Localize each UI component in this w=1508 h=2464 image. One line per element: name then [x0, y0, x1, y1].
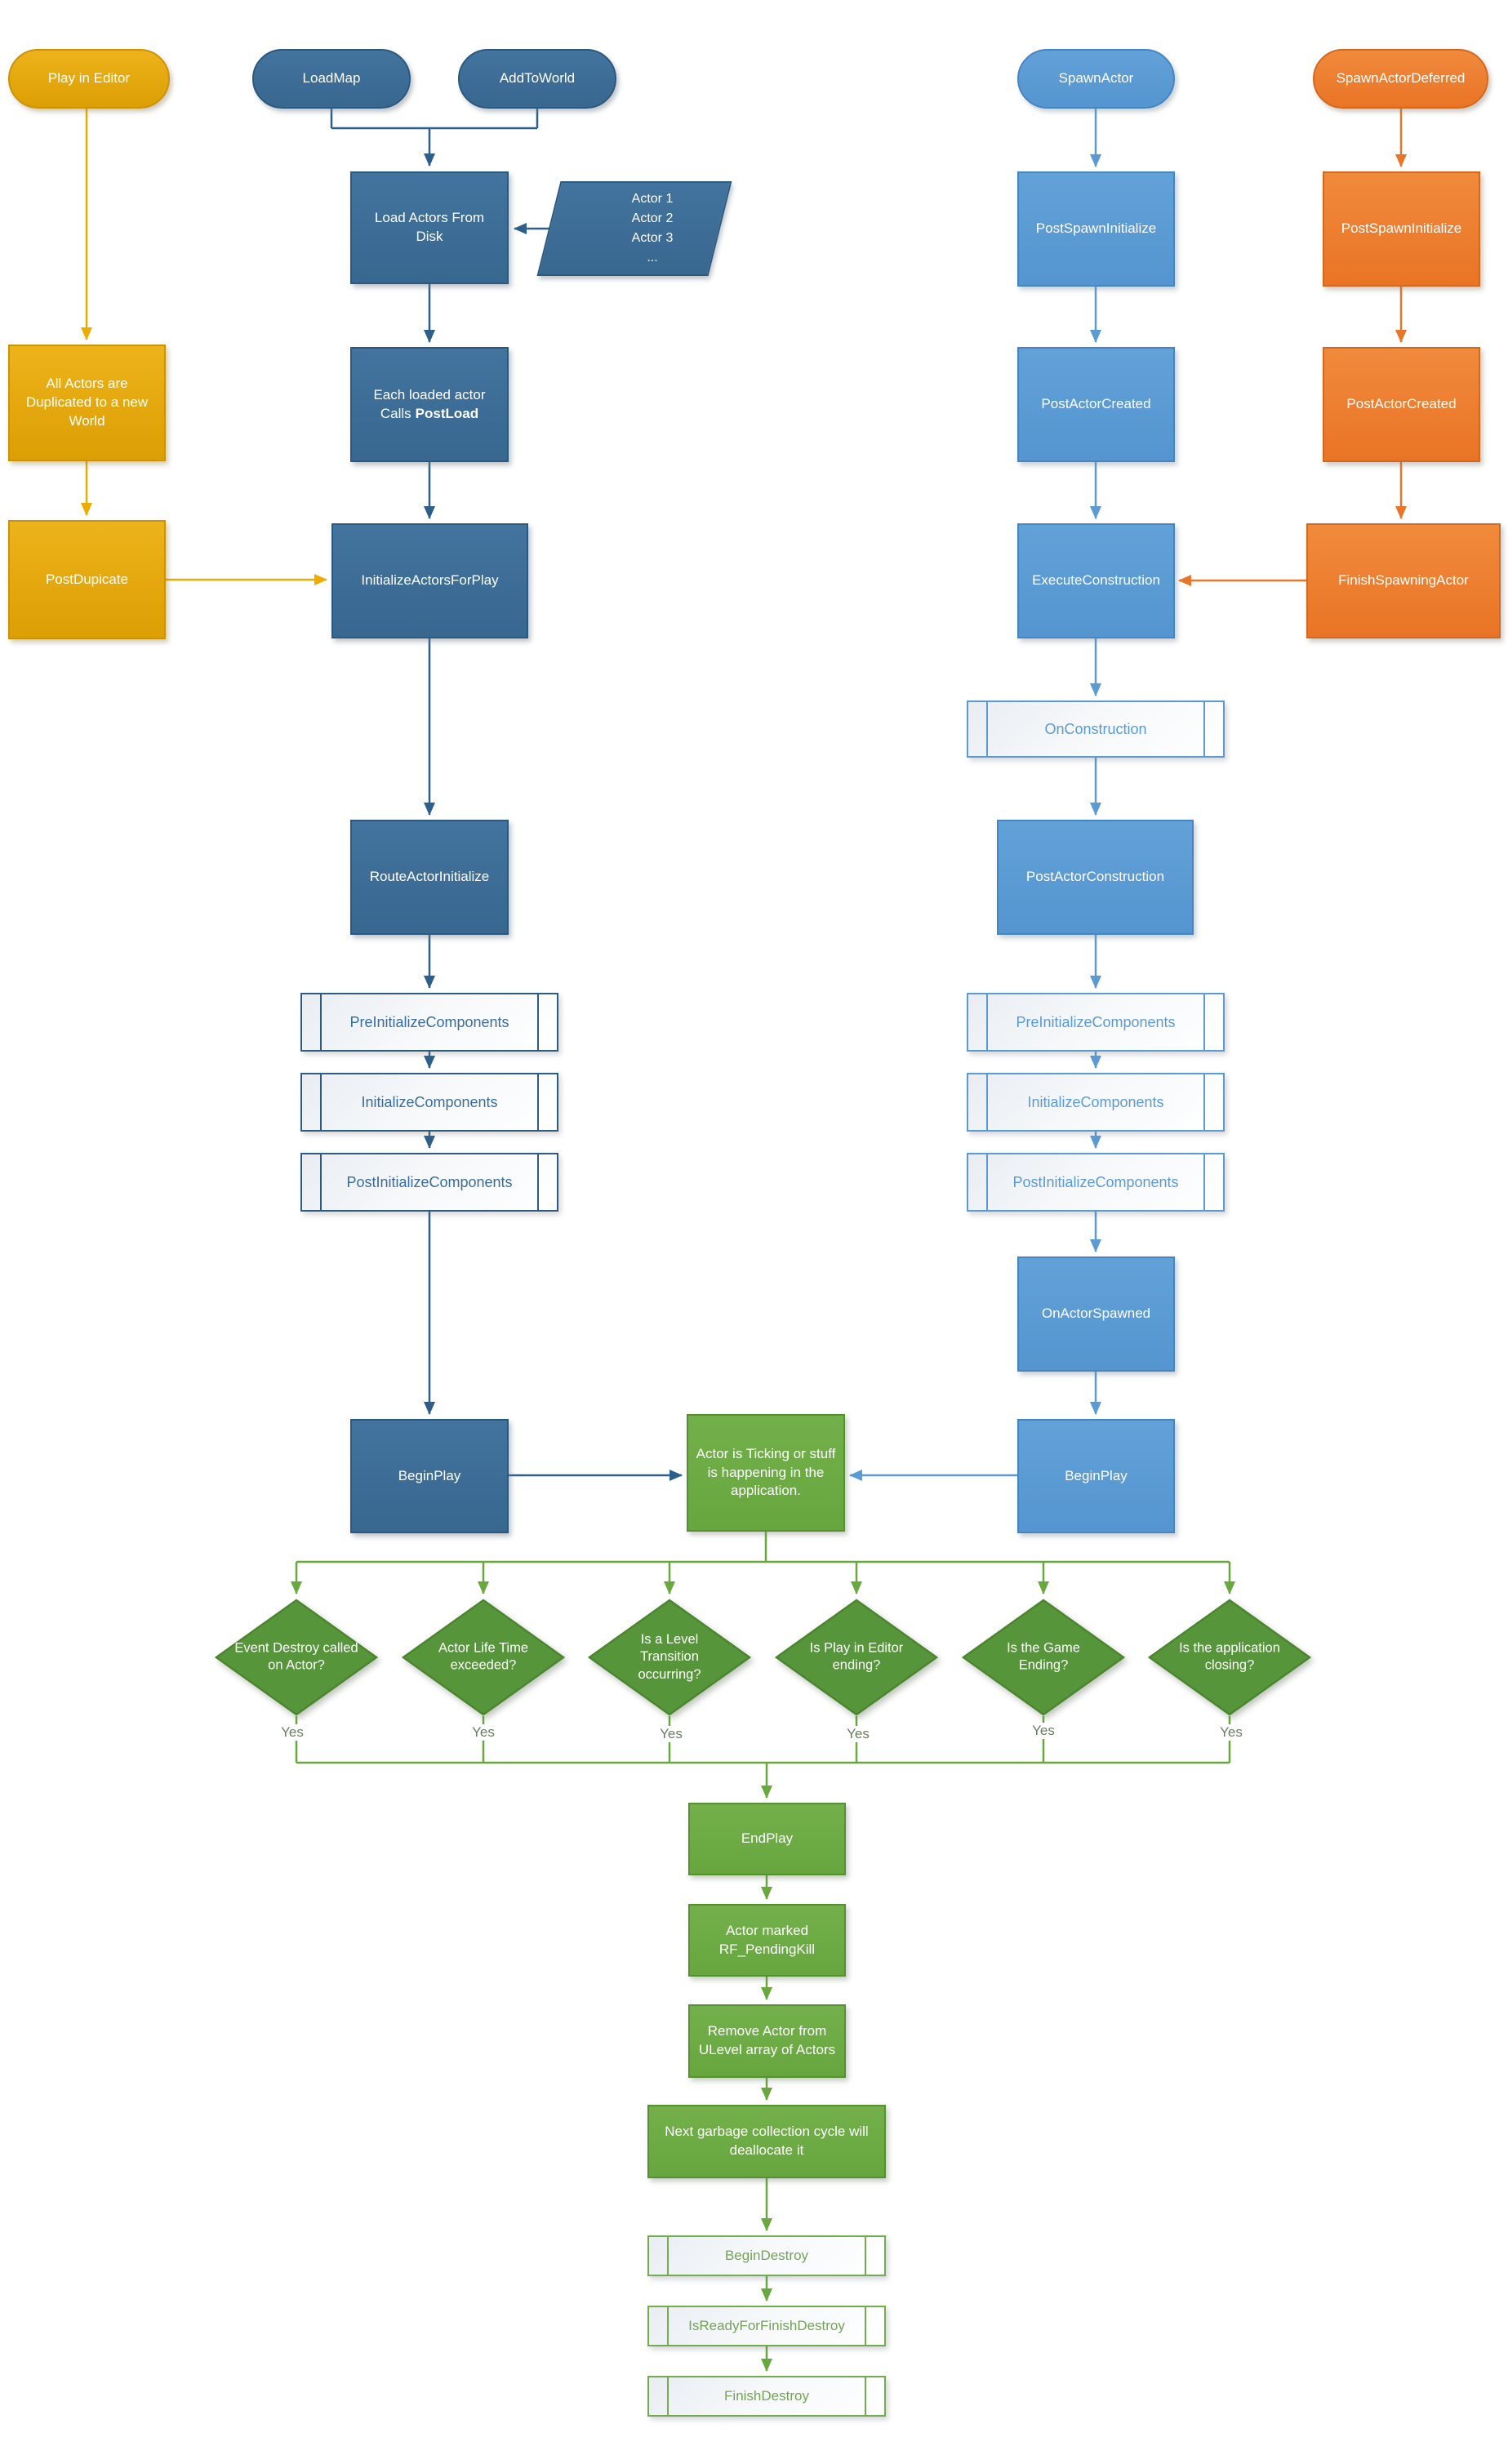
node-initialize-components-right: InitializeComponents: [967, 1073, 1225, 1132]
node-post-dupicate: PostDupicate: [8, 520, 166, 639]
node-route-actor-initialize: RouteActorInitialize: [350, 820, 509, 935]
node-is-ready-for-finish-destroy: IsReadyForFinishDestroy: [647, 2306, 886, 2346]
node-next-garbage-collection: Next garbage collection cycle will deall…: [647, 2105, 886, 2178]
node-begin-play-right: BeginPlay: [1017, 1419, 1175, 1533]
node-post-initialize-components-left: PostInitializeComponents: [300, 1153, 558, 1212]
node-post-actor-created-blue: PostActorCreated: [1017, 347, 1175, 462]
node-spawn-actor-deferred: SpawnActorDeferred: [1313, 49, 1488, 109]
node-pre-initialize-components-right: PreInitializeComponents: [967, 993, 1225, 1052]
node-initialize-actors-for-play: InitializeActorsForPlay: [331, 523, 528, 638]
node-actor-list: Actor 1 Actor 2 Actor 3 ...: [536, 181, 732, 276]
decision-pie-ending: Is Play in Editor ending?: [775, 1599, 938, 1716]
node-finish-destroy: FinishDestroy: [647, 2376, 886, 2417]
decision-level-transition: Is a Level Transition occurring?: [588, 1599, 751, 1716]
node-begin-destroy: BeginDestroy: [647, 2235, 886, 2276]
node-actor-marked-pendingkill: Actor marked RF_PendingKill: [688, 1904, 846, 1977]
node-post-actor-construction: PostActorConstruction: [997, 820, 1194, 935]
yes-label: Yes: [843, 1726, 874, 1742]
node-post-spawn-initialize-blue: PostSpawnInitialize: [1017, 171, 1175, 287]
node-initialize-components-left: InitializeComponents: [300, 1073, 558, 1132]
post-load-bold: PostLoad: [415, 405, 479, 421]
actor-list-item: Actor 3: [631, 231, 674, 245]
decision-life-time: Actor Life Time exceeded?: [402, 1599, 565, 1716]
node-spawn-actor: SpawnActor: [1017, 49, 1175, 109]
yes-label: Yes: [468, 1724, 499, 1741]
node-all-actors-duplicated: All Actors are Duplicated to a new World: [8, 345, 166, 461]
decision-game-ending: Is the Game Ending?: [962, 1599, 1125, 1716]
yes-label: Yes: [656, 1726, 687, 1742]
yes-label: Yes: [277, 1724, 308, 1741]
node-actor-ticking: Actor is Ticking or stuff is happening i…: [687, 1414, 845, 1532]
node-load-actors-from-disk: Load Actors From Disk: [350, 171, 509, 284]
node-post-spawn-initialize-orange: PostSpawnInitialize: [1323, 171, 1480, 287]
node-pre-initialize-components-left: PreInitializeComponents: [300, 993, 558, 1052]
node-post-actor-created-orange: PostActorCreated: [1323, 347, 1480, 462]
node-remove-actor-from-ulevel: Remove Actor from ULevel array of Actors: [688, 2004, 846, 2078]
actor-list-item: Actor 1: [631, 192, 674, 206]
node-execute-construction: ExecuteConstruction: [1017, 523, 1175, 638]
node-load-map: LoadMap: [252, 49, 411, 109]
actor-list-item: ...: [647, 251, 658, 265]
node-begin-play-left: BeginPlay: [350, 1419, 509, 1533]
node-on-construction: OnConstruction: [967, 701, 1225, 758]
node-on-actor-spawned: OnActorSpawned: [1017, 1256, 1175, 1372]
node-play-in-editor: Play in Editor: [8, 49, 170, 109]
node-end-play: EndPlay: [688, 1803, 846, 1875]
yes-label: Yes: [1028, 1723, 1059, 1739]
decision-event-destroy: Event Destroy called on Actor?: [215, 1599, 378, 1716]
yes-label: Yes: [1216, 1724, 1247, 1741]
actor-list-item: Actor 2: [631, 211, 674, 225]
node-add-to-world: AddToWorld: [458, 49, 616, 109]
node-post-initialize-components-right: PostInitializeComponents: [967, 1153, 1225, 1212]
node-finish-spawning-actor: FinishSpawningActor: [1306, 523, 1501, 638]
decision-application-closing: Is the application closing?: [1148, 1599, 1311, 1716]
